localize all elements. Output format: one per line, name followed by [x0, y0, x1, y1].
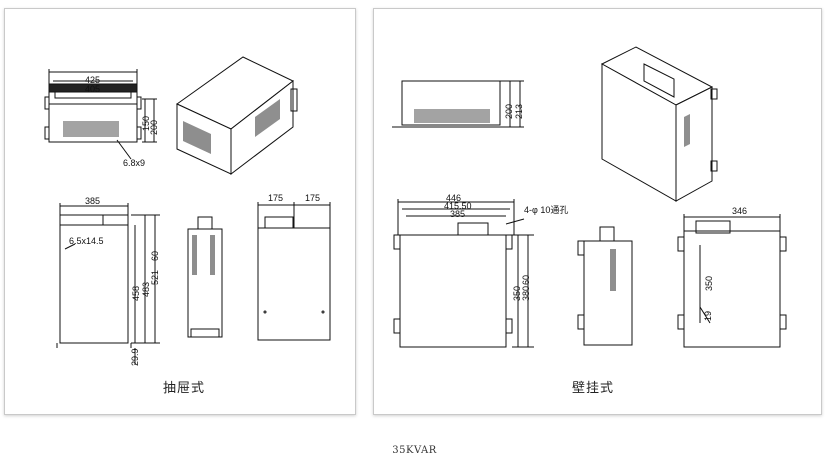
dim-6.5x14.5: 6.5x14.5 — [69, 236, 104, 246]
dim-60: 60 — [150, 250, 160, 261]
dim-200: 200 — [149, 119, 159, 135]
dim-385-right: 385 — [450, 209, 466, 219]
dim-200-right: 200 — [504, 103, 514, 119]
dim-175-a: 175 — [268, 193, 284, 203]
dim-29.9: 29.9 — [130, 348, 140, 366]
drawer-type-caption: 抽屉式 — [163, 381, 206, 396]
dim-hole-spec: 4-φ 10通孔 — [524, 205, 569, 215]
dim-521: 521 — [150, 269, 160, 285]
wall-side-view — [577, 226, 633, 346]
wall-mount-caption: 壁挂式 — [572, 381, 615, 396]
drawer-type-drawing — [44, 56, 331, 365]
dim-19: 19 — [703, 310, 713, 321]
dim-6.8x9: 6.8x9 — [123, 158, 146, 168]
dim-175-b: 175 — [305, 193, 321, 203]
wall-mount-panel: 200 213 446 415.50 385 4-φ 10通孔 350 380 … — [373, 8, 822, 415]
dim-346: 346 — [732, 206, 748, 216]
dim-60-right: 60 — [521, 274, 531, 285]
wall-back-view — [677, 214, 787, 348]
dim-446: 446 — [446, 193, 462, 203]
dim-350-back: 350 — [704, 275, 714, 291]
dim-385: 385 — [85, 196, 101, 206]
drawer-type-panel: 425 405 150 200 6.8x9 385 6.5x14.5 458 4… — [4, 8, 356, 415]
dim-425: 425 — [85, 75, 101, 85]
dim-458: 458 — [131, 285, 141, 301]
dim-405: 405 — [85, 84, 101, 94]
drawer-isometric-view — [176, 56, 298, 176]
wall-front-view — [393, 199, 534, 348]
drawer-top-view — [44, 69, 157, 160]
wall-isometric-view — [600, 46, 718, 202]
drawer-rear-view — [257, 202, 331, 341]
vent-grille — [63, 121, 119, 137]
model-label: 35KVAR — [392, 445, 437, 456]
drawer-side-view — [187, 216, 223, 338]
drawer-front-view — [56, 203, 160, 365]
dim-213: 213 — [514, 103, 524, 119]
dim-380: 380 — [521, 285, 531, 301]
dim-415.50: 415.50 — [444, 201, 472, 211]
wall-mount-drawing — [392, 46, 787, 348]
wall-top-view — [392, 80, 524, 128]
